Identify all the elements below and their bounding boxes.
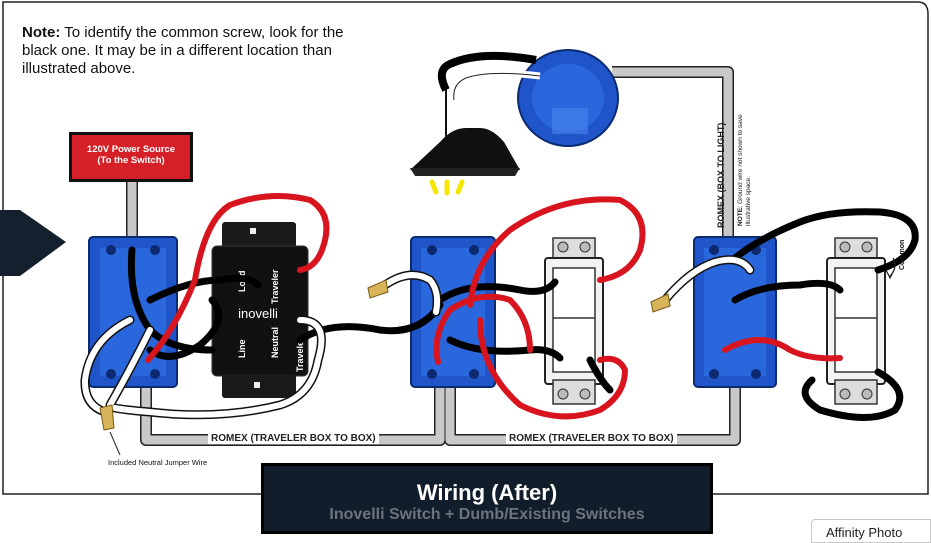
title-banner: Wiring (After) Inovelli Switch + Dumb/Ex… (261, 463, 713, 534)
black-wires (127, 208, 919, 421)
dumb-switch-middle (544, 237, 604, 405)
wire-nut-icons (99, 279, 671, 431)
note-label: Note: (22, 24, 61, 41)
terminal-neutral-label: Neutral (270, 327, 280, 358)
outlet-box-right (693, 236, 777, 388)
white-wires (81, 256, 753, 418)
power-source-line2: (To the Switch) (97, 155, 165, 166)
dumb-switch-right (826, 237, 886, 405)
smart-switch-brand: inovelli (238, 306, 278, 321)
romex-traveler-left-label: ROMEX (TRAVELER BOX TO BOX) (208, 433, 379, 444)
affinity-photo-tab[interactable]: Affinity Photo (811, 519, 931, 543)
common-screw-note: Note: To identify the common screw, look… (22, 24, 382, 78)
ceiling-box (517, 49, 619, 147)
entry-arrow-icon (0, 210, 66, 276)
romex-box-to-light-label: ROMEX (BOX TO LIGHT) (716, 122, 726, 228)
diagram-title: Wiring (After) (416, 480, 558, 505)
romex-traveler-right-label: ROMEX (TRAVELER BOX TO BOX) (506, 433, 677, 444)
diagram-subtitle: Inovelli Switch + Dumb/Existing Switches (329, 506, 645, 523)
neutral-jumper-label: Included Neutral Jumper Wire (108, 458, 208, 467)
terminal-traveler-top-label: Traveler (270, 269, 280, 304)
terminal-line-label: Line (237, 339, 247, 358)
red-wires (145, 193, 843, 420)
power-source-label: 120V Power Source (To the Switch) (69, 132, 193, 182)
power-source-line1: 120V Power Source (86, 144, 176, 155)
common-label: Common (899, 240, 906, 270)
light-fixture-icon (410, 88, 520, 196)
ground-note-label: NOTE: (737, 205, 744, 226)
terminal-traveler-bottom-label: Traveler (295, 337, 305, 372)
note-text: To identify the common screw, look for t… (22, 24, 344, 77)
ground-wire-note: NOTE: Ground wire not shown to save illu… (737, 86, 752, 226)
